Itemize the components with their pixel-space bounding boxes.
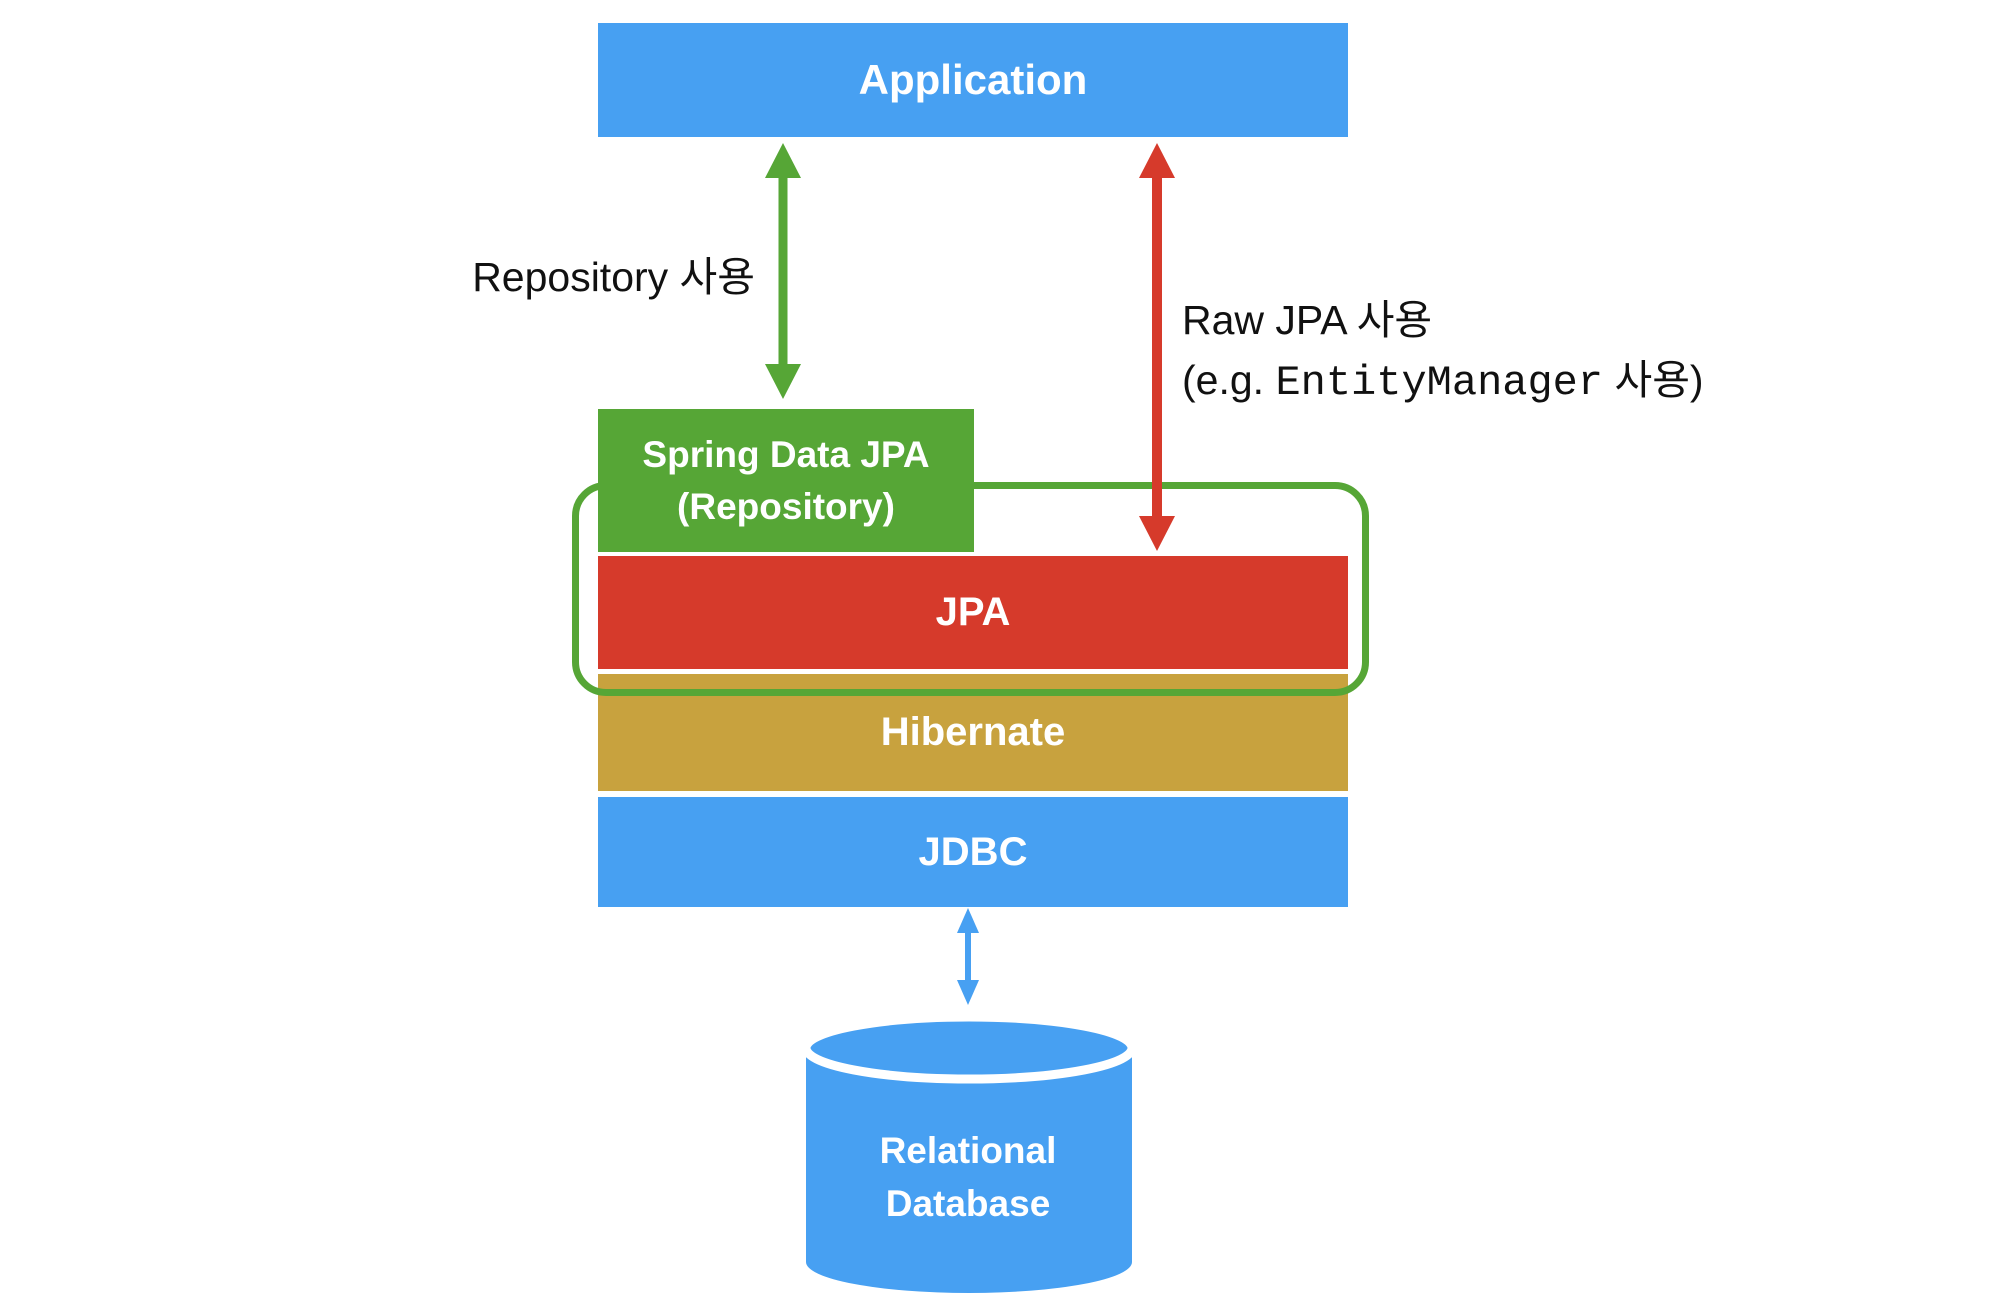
cylinder-top-ellipse (801, 1012, 1137, 1084)
raw-jpa-usage-line2-prefix: (e.g. (1182, 357, 1276, 403)
relational-database-label: Relational Database (806, 1124, 1130, 1230)
raw-jpa-arrow-up-head (1139, 143, 1175, 178)
jpa-label: JPA (935, 590, 1011, 634)
spring-data-jpa-box: Spring Data JPA (Repository) (598, 409, 974, 552)
repository-usage-label: Repository 사용 (472, 254, 755, 300)
relational-database-label-line2: Database (885, 1183, 1051, 1224)
jdbc-database-arrow (957, 908, 979, 1005)
relational-database-label-line1: Relational (879, 1130, 1057, 1171)
jpa-box: JPA (598, 556, 1348, 669)
raw-jpa-usage-line1: Raw JPA 사용 (1182, 297, 1433, 343)
spring-data-jpa-label-line1: Spring Data JPA (642, 433, 930, 475)
repository-arrow-down-head (765, 364, 801, 399)
application-box: Application (598, 23, 1348, 137)
jdbc-database-arrow-down-head (957, 980, 979, 1005)
jdbc-label: JDBC (918, 829, 1028, 874)
hibernate-label: Hibernate (880, 710, 1066, 754)
jdbc-box: JDBC (598, 797, 1348, 907)
repository-arrow-up-head (765, 143, 801, 178)
jdbc-database-arrow-up-head (957, 908, 979, 933)
application-label: Application (858, 56, 1088, 103)
entitymanager-code-text: EntityManager (1275, 359, 1604, 407)
raw-jpa-usage-line2: (e.g. EntityManager 사용) (1182, 350, 1704, 413)
spring-data-jpa-label-line2: (Repository) (677, 485, 895, 527)
raw-jpa-usage-label: Raw JPA 사용 (e.g. EntityManager 사용) (1182, 290, 1704, 413)
repository-arrow (765, 143, 801, 399)
raw-jpa-usage-line2-suffix: 사용) (1603, 357, 1704, 403)
